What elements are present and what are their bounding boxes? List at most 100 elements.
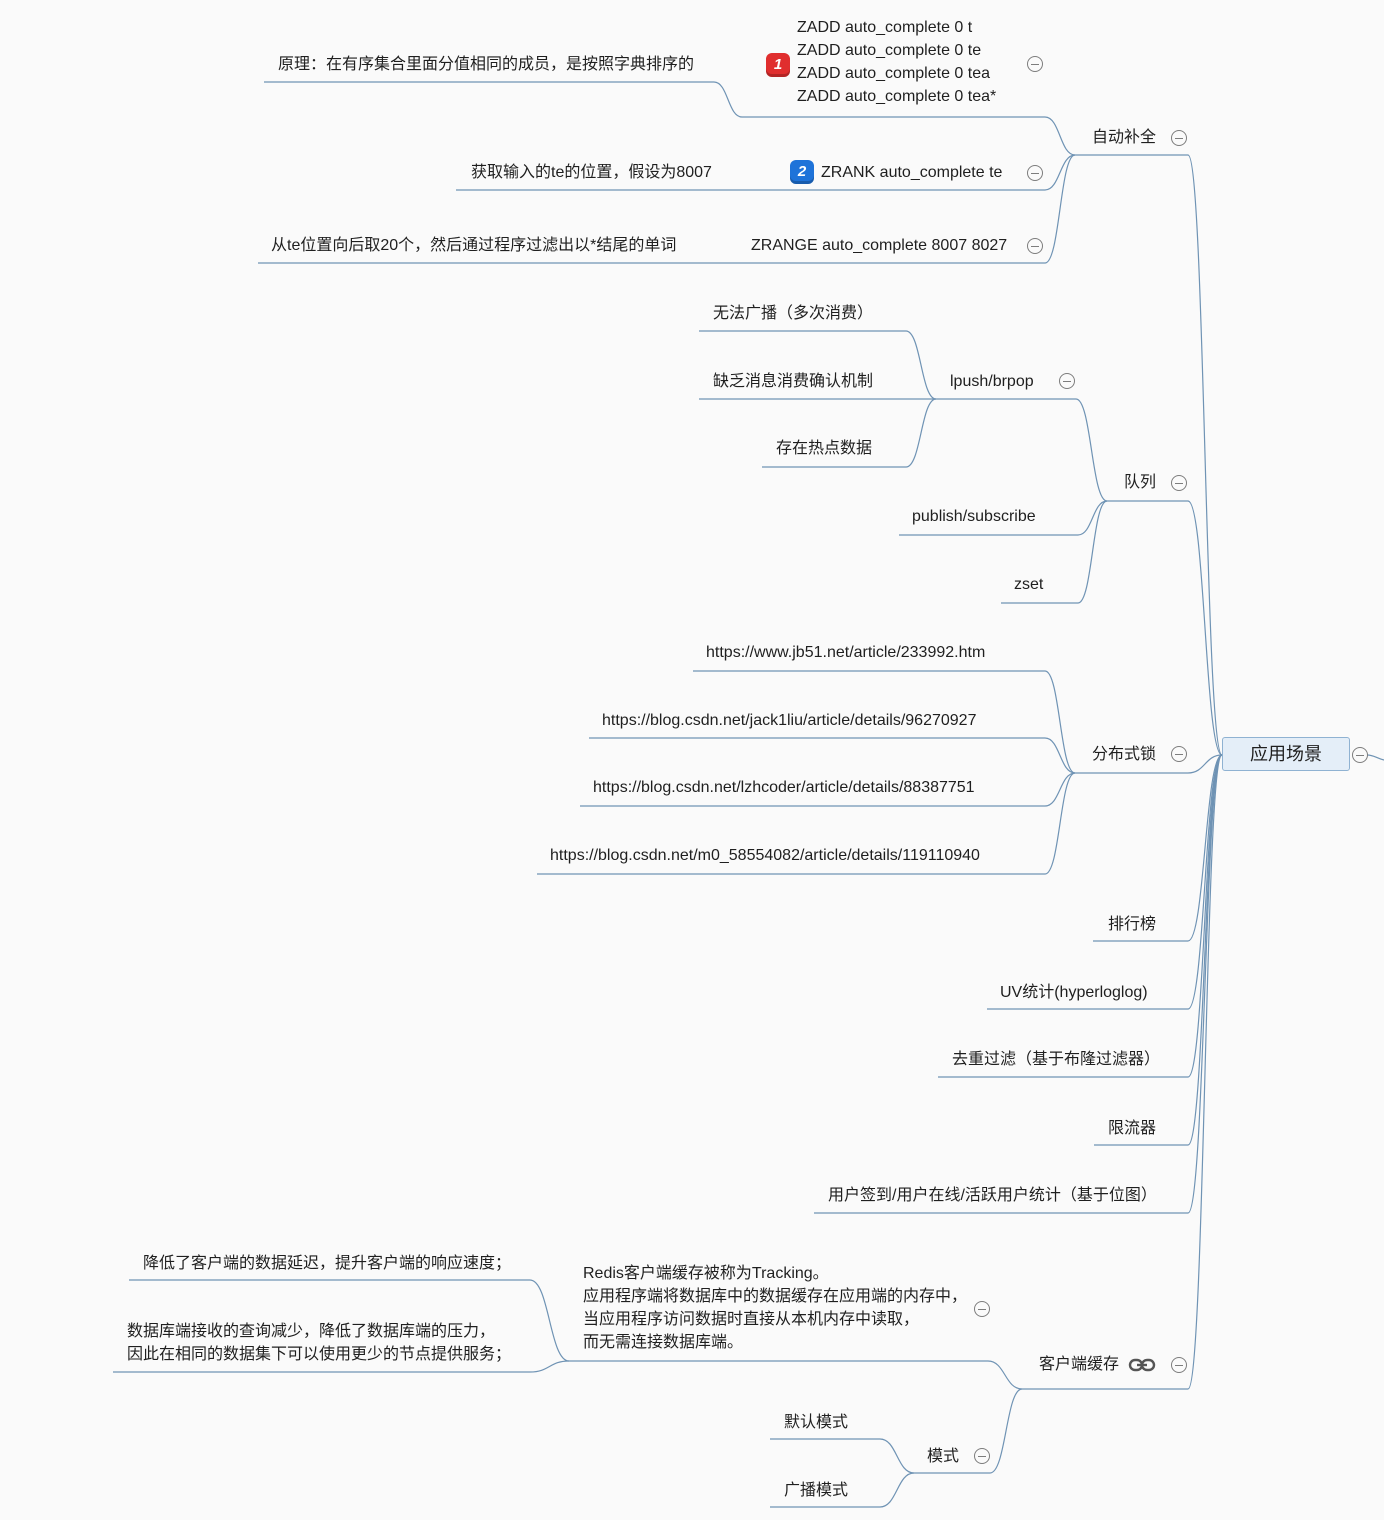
node-leaderboard[interactable]: 排行榜 <box>1108 913 1156 936</box>
node-lock-link-4[interactable]: https://blog.csdn.net/m0_58554082/articl… <box>550 844 980 867</box>
node-lpush-item-2[interactable]: 缺乏消息消费确认机制 <box>713 370 873 393</box>
zadd-line-3: ZADD auto_complete 0 tea <box>797 65 990 82</box>
signin-label: 用户签到/用户在线/活跃用户统计（基于位图） <box>828 1187 1157 1204</box>
node-auto-complete-label: 自动补全 <box>1092 129 1157 146</box>
edge-auto-complete <box>1075 154 1223 756</box>
zset-label: zset <box>1014 576 1044 593</box>
node-uv[interactable]: UV统计(hyperloglog) <box>1000 981 1148 1004</box>
priority-2-icon: 2 <box>790 160 814 184</box>
lock-link-4-label: https://blog.csdn.net/m0_58554082/articl… <box>550 847 980 864</box>
root-label: 应用场景 <box>1250 744 1322 764</box>
edge-lock-link-3 <box>580 772 1076 807</box>
link-icon[interactable] <box>1128 1357 1156 1373</box>
zrange-label: ZRANGE auto_complete 8007 8027 <box>751 237 1008 254</box>
edge-mode <box>914 1388 1023 1474</box>
node-queue[interactable]: 队列 <box>1124 471 1156 494</box>
lpush-label: lpush/brpop <box>950 373 1034 390</box>
node-lock-link-1[interactable]: https://www.jb51.net/article/233992.htm <box>706 641 985 664</box>
node-benefit-2[interactable]: 数据库端接收的查询减少，降低了数据库端的压力， 因此在相同的数据集下可以使用更少… <box>127 1320 511 1366</box>
edge-client-cache <box>1022 754 1223 1390</box>
dedup-label: 去重过滤（基于布隆过滤器） <box>952 1051 1161 1068</box>
node-zrank[interactable]: ZRANK auto_complete te <box>821 161 1002 184</box>
queue-label: 队列 <box>1124 474 1157 491</box>
edge-lpush <box>936 398 1108 502</box>
collapse-zrange-icon[interactable] <box>1027 238 1043 254</box>
node-lock-link-3[interactable]: https://blog.csdn.net/lzhcoder/article/d… <box>593 776 975 799</box>
root-out-connector <box>1366 754 1384 761</box>
edge-benefit-1 <box>129 1279 570 1362</box>
mode-default-label: 默认模式 <box>784 1414 849 1431</box>
edge-zadd-note <box>264 81 743 118</box>
root-node[interactable]: 应用场景 <box>1222 737 1350 771</box>
node-lpush-item-3[interactable]: 存在热点数据 <box>776 437 872 460</box>
node-limiter[interactable]: 限流器 <box>1108 1117 1156 1140</box>
edge-uv <box>987 754 1223 1010</box>
collapse-mode-icon[interactable] <box>974 1448 990 1464</box>
node-zrange[interactable]: ZRANGE auto_complete 8007 8027 <box>751 234 1007 257</box>
tracking-line-4: 而无需连接数据库端。 <box>583 1334 744 1351</box>
edge-leaderboard <box>1093 754 1223 942</box>
lock-link-2-label: https://blog.csdn.net/jack1liu/article/d… <box>602 712 977 729</box>
zadd-line-4: ZADD auto_complete 0 tea* <box>797 88 997 105</box>
benefit-2-line-1: 数据库端接收的查询减少，降低了数据库端的压力， <box>127 1323 496 1340</box>
node-zrank-note[interactable]: 获取输入的te的位置，假设为8007 <box>471 161 712 184</box>
collapse-auto-complete-icon[interactable] <box>1171 130 1187 146</box>
edge-queue <box>1107 500 1223 756</box>
benefit-2-line-2: 因此在相同的数据集下可以使用更少的节点提供服务； <box>127 1346 512 1363</box>
edge-zrange <box>737 154 1076 264</box>
edge-zadd <box>742 116 1076 156</box>
collapse-client-cache-icon[interactable] <box>1171 1357 1187 1373</box>
node-dedup[interactable]: 去重过滤（基于布隆过滤器） <box>952 1048 1160 1071</box>
node-zadd[interactable]: ZADD auto_complete 0 t ZADD auto_complet… <box>797 16 996 108</box>
node-benefit-1[interactable]: 降低了客户端的数据延迟，提升客户端的响应速度； <box>143 1252 511 1275</box>
zrank-note-label: 获取输入的te的位置，假设为8007 <box>471 164 712 181</box>
edge-zrank <box>787 154 1076 191</box>
leaderboard-label: 排行榜 <box>1108 916 1157 933</box>
mode-label: 模式 <box>927 1448 960 1465</box>
node-client-cache[interactable]: 客户端缓存 <box>1039 1353 1119 1376</box>
collapse-dist-lock-icon[interactable] <box>1171 746 1187 762</box>
collapse-tracking-icon[interactable] <box>974 1301 990 1317</box>
uv-label: UV统计(hyperloglog) <box>1000 984 1148 1001</box>
node-lock-link-2[interactable]: https://blog.csdn.net/jack1liu/article/d… <box>602 709 976 732</box>
node-signin[interactable]: 用户签到/用户在线/活跃用户统计（基于位图） <box>828 1184 1157 1207</box>
limiter-label: 限流器 <box>1108 1120 1157 1137</box>
benefit-1-label: 降低了客户端的数据延迟，提升客户端的响应速度； <box>143 1255 512 1272</box>
edge-tracking <box>569 1360 1023 1390</box>
node-zrange-note[interactable]: 从te位置向后取20个，然后通过程序过滤出以*结尾的单词 <box>271 234 676 257</box>
pubsub-label: publish/subscribe <box>912 508 1036 525</box>
collapse-queue-icon[interactable] <box>1171 475 1187 491</box>
zrange-note-label: 从te位置向后取20个，然后通过程序过滤出以*结尾的单词 <box>271 237 677 254</box>
edge-signin <box>814 754 1223 1214</box>
zrank-label: ZRANK auto_complete te <box>821 164 1003 181</box>
node-pubsub[interactable]: publish/subscribe <box>912 505 1036 528</box>
node-lpush-item-1[interactable]: 无法广播（多次消费） <box>713 302 873 325</box>
client-cache-label: 客户端缓存 <box>1039 1356 1120 1373</box>
node-mode[interactable]: 模式 <box>927 1445 959 1468</box>
priority-1-icon: 1 <box>766 53 790 77</box>
node-zset[interactable]: zset <box>1014 573 1043 596</box>
node-lpush[interactable]: lpush/brpop <box>950 370 1034 393</box>
zadd-line-2: ZADD auto_complete 0 te <box>797 42 982 59</box>
collapse-zrank-icon[interactable] <box>1027 165 1043 181</box>
tracking-line-2: 应用程序端将数据库中的数据缓存在应用端的内存中， <box>583 1288 968 1305</box>
node-dist-lock[interactable]: 分布式锁 <box>1092 743 1156 766</box>
edge-zset <box>1001 500 1108 604</box>
collapse-root-icon[interactable] <box>1352 747 1368 763</box>
edge-lock-link-1 <box>693 670 1076 774</box>
edge-benefit-2 <box>113 1360 570 1373</box>
node-tracking[interactable]: Redis客户端缓存被称为Tracking。 应用程序端将数据库中的数据缓存在应… <box>583 1262 967 1354</box>
node-zadd-note[interactable]: 原理：在有序集合里面分值相同的成员，是按照字典排序的 <box>278 53 694 76</box>
node-mode-broadcast[interactable]: 广播模式 <box>784 1479 848 1502</box>
tracking-line-3: 当应用程序访问数据时直接从本机内存中读取， <box>583 1311 920 1328</box>
edge-mode-broadcast <box>770 1472 915 1508</box>
node-auto-complete[interactable]: 自动补全 <box>1092 126 1156 149</box>
edge-lpush-item-3 <box>762 398 937 468</box>
node-mode-default[interactable]: 默认模式 <box>784 1411 848 1434</box>
tracking-line-1: Redis客户端缓存被称为Tracking。 <box>583 1265 829 1282</box>
collapse-lpush-icon[interactable] <box>1059 373 1075 389</box>
collapse-zadd-icon[interactable] <box>1027 56 1043 72</box>
lock-link-3-label: https://blog.csdn.net/lzhcoder/article/d… <box>593 779 975 796</box>
